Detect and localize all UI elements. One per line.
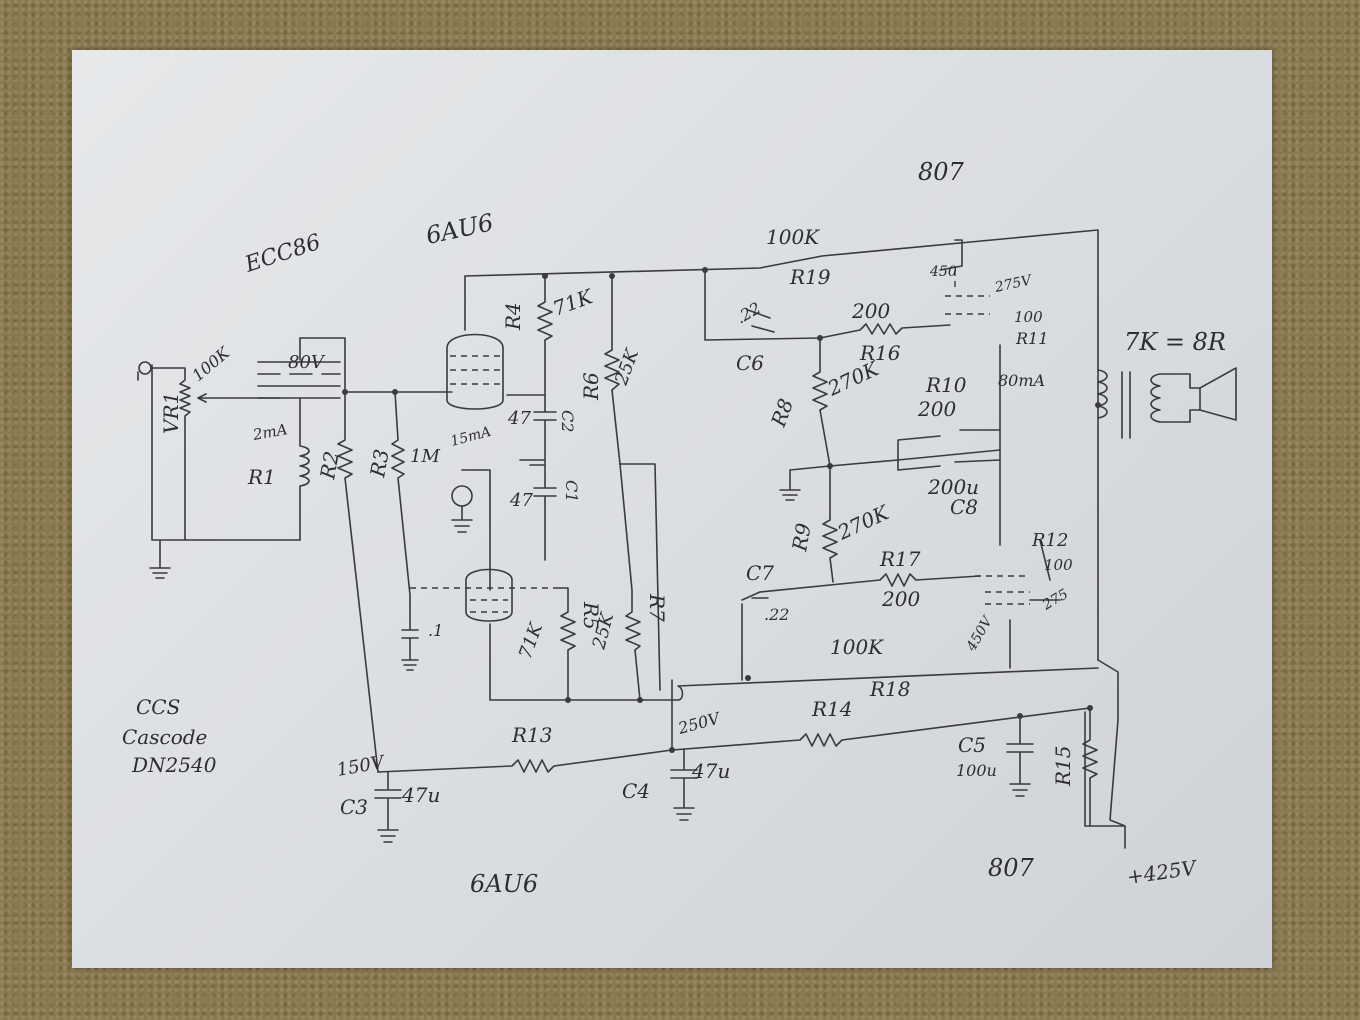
label-c1-value: 47: [509, 490, 533, 511]
label-v80: 80V: [288, 352, 326, 373]
label-r5-value: 71K: [515, 619, 548, 662]
label-c3-value: 47u: [401, 783, 440, 807]
label-r7-name: R7: [645, 593, 669, 622]
label-supply: +425V: [1125, 855, 1200, 889]
label-r4-value: 71K: [550, 284, 597, 321]
label-r9-value: 270K: [833, 500, 893, 545]
label-v150: 150V: [335, 752, 387, 781]
label-ccs-line3: DN2540: [131, 753, 217, 777]
label-807-bottom: 807: [988, 854, 1035, 882]
label-transformer: 7K = 8R: [1124, 328, 1226, 356]
label-r19-value: 100K: [766, 225, 820, 249]
label-r17-name: R17: [879, 547, 921, 571]
label-r9-name: R9: [787, 521, 816, 554]
label-r10-name: R10: [925, 373, 967, 397]
label-r12-name: R12: [1031, 530, 1068, 551]
label-r18-name: R18: [869, 677, 911, 701]
label-c4-value: 47u: [691, 759, 730, 783]
label-6au6-top: 6AU6: [423, 208, 495, 250]
label-r3-name: R3: [365, 447, 394, 480]
label-r13-name: R13: [511, 723, 553, 747]
label-i80ma: 80mA: [998, 371, 1045, 390]
label-ccs-line2: Cascode: [122, 725, 207, 749]
label-c8-name: C8: [950, 495, 978, 519]
label-c2-value: 47: [507, 408, 531, 429]
label-r6-value: 25K: [611, 345, 644, 389]
label-v450: 450: [929, 264, 957, 280]
label-r10-value: 200: [917, 397, 956, 421]
label-c7-name: C7: [746, 561, 774, 585]
label-6au6-bottom: 6AU6: [470, 870, 538, 898]
label-r16-name: R16: [859, 341, 901, 365]
label-r19-name: R19: [789, 265, 831, 289]
label-807-top: 807: [918, 158, 965, 186]
label-c6-value: .22: [733, 298, 765, 327]
label-r3-value: 1M: [410, 446, 440, 467]
label-r11-value: 100: [1014, 308, 1043, 326]
label-r14-name: R14: [811, 697, 853, 721]
label-i15ma: 15mA: [449, 424, 493, 450]
label-r1-name: R1: [247, 465, 276, 489]
label-r18-value: 100K: [830, 635, 884, 659]
label-r2-name: R2: [315, 449, 344, 482]
label-r12-value: 100: [1044, 556, 1073, 574]
label-c01: .1: [428, 621, 443, 640]
label-c7-value: .22: [764, 605, 789, 624]
paper-sheet: [72, 50, 1272, 968]
label-vr1-name: VR1: [159, 392, 183, 434]
label-r6-name: R6: [579, 372, 603, 401]
label-v250: 250V: [675, 708, 723, 738]
label-r8-value: 270K: [823, 356, 883, 401]
wires: [137, 229, 1237, 849]
label-c1-name: C1: [562, 480, 581, 502]
label-r4-name: R4: [501, 302, 525, 331]
label-c5-name: C5: [958, 733, 986, 757]
label-ccs-line1: CCS: [136, 695, 180, 719]
label-r5-name: R5: [579, 601, 603, 630]
label-r17-value: 200: [881, 587, 920, 611]
label-vr1-value: 100K: [188, 343, 234, 386]
label-c6-name: C6: [736, 351, 764, 375]
label-v450-b: 450V: [963, 612, 997, 654]
label-ecc86: ECC86: [241, 230, 324, 278]
label-c4-name: C4: [622, 779, 650, 803]
label-c2-name: C2: [558, 410, 577, 432]
label-c8-value: 200u: [927, 475, 979, 499]
label-r8-name: R8: [766, 395, 798, 430]
label-r11-name: R11: [1015, 329, 1048, 348]
label-v275: 275V: [993, 272, 1035, 296]
label-i2ma: 2mA: [251, 420, 289, 444]
label-c5-value: 100u: [956, 761, 997, 780]
label-r16-value: 200: [851, 299, 890, 323]
label-v275-b: 275: [1039, 586, 1071, 614]
labels: 807 ECC86 6AU6 100K R19 450 275V 100 R11…: [122, 158, 1226, 898]
label-c3-name: C3: [340, 795, 368, 819]
label-r15-name: R15: [1051, 745, 1075, 787]
